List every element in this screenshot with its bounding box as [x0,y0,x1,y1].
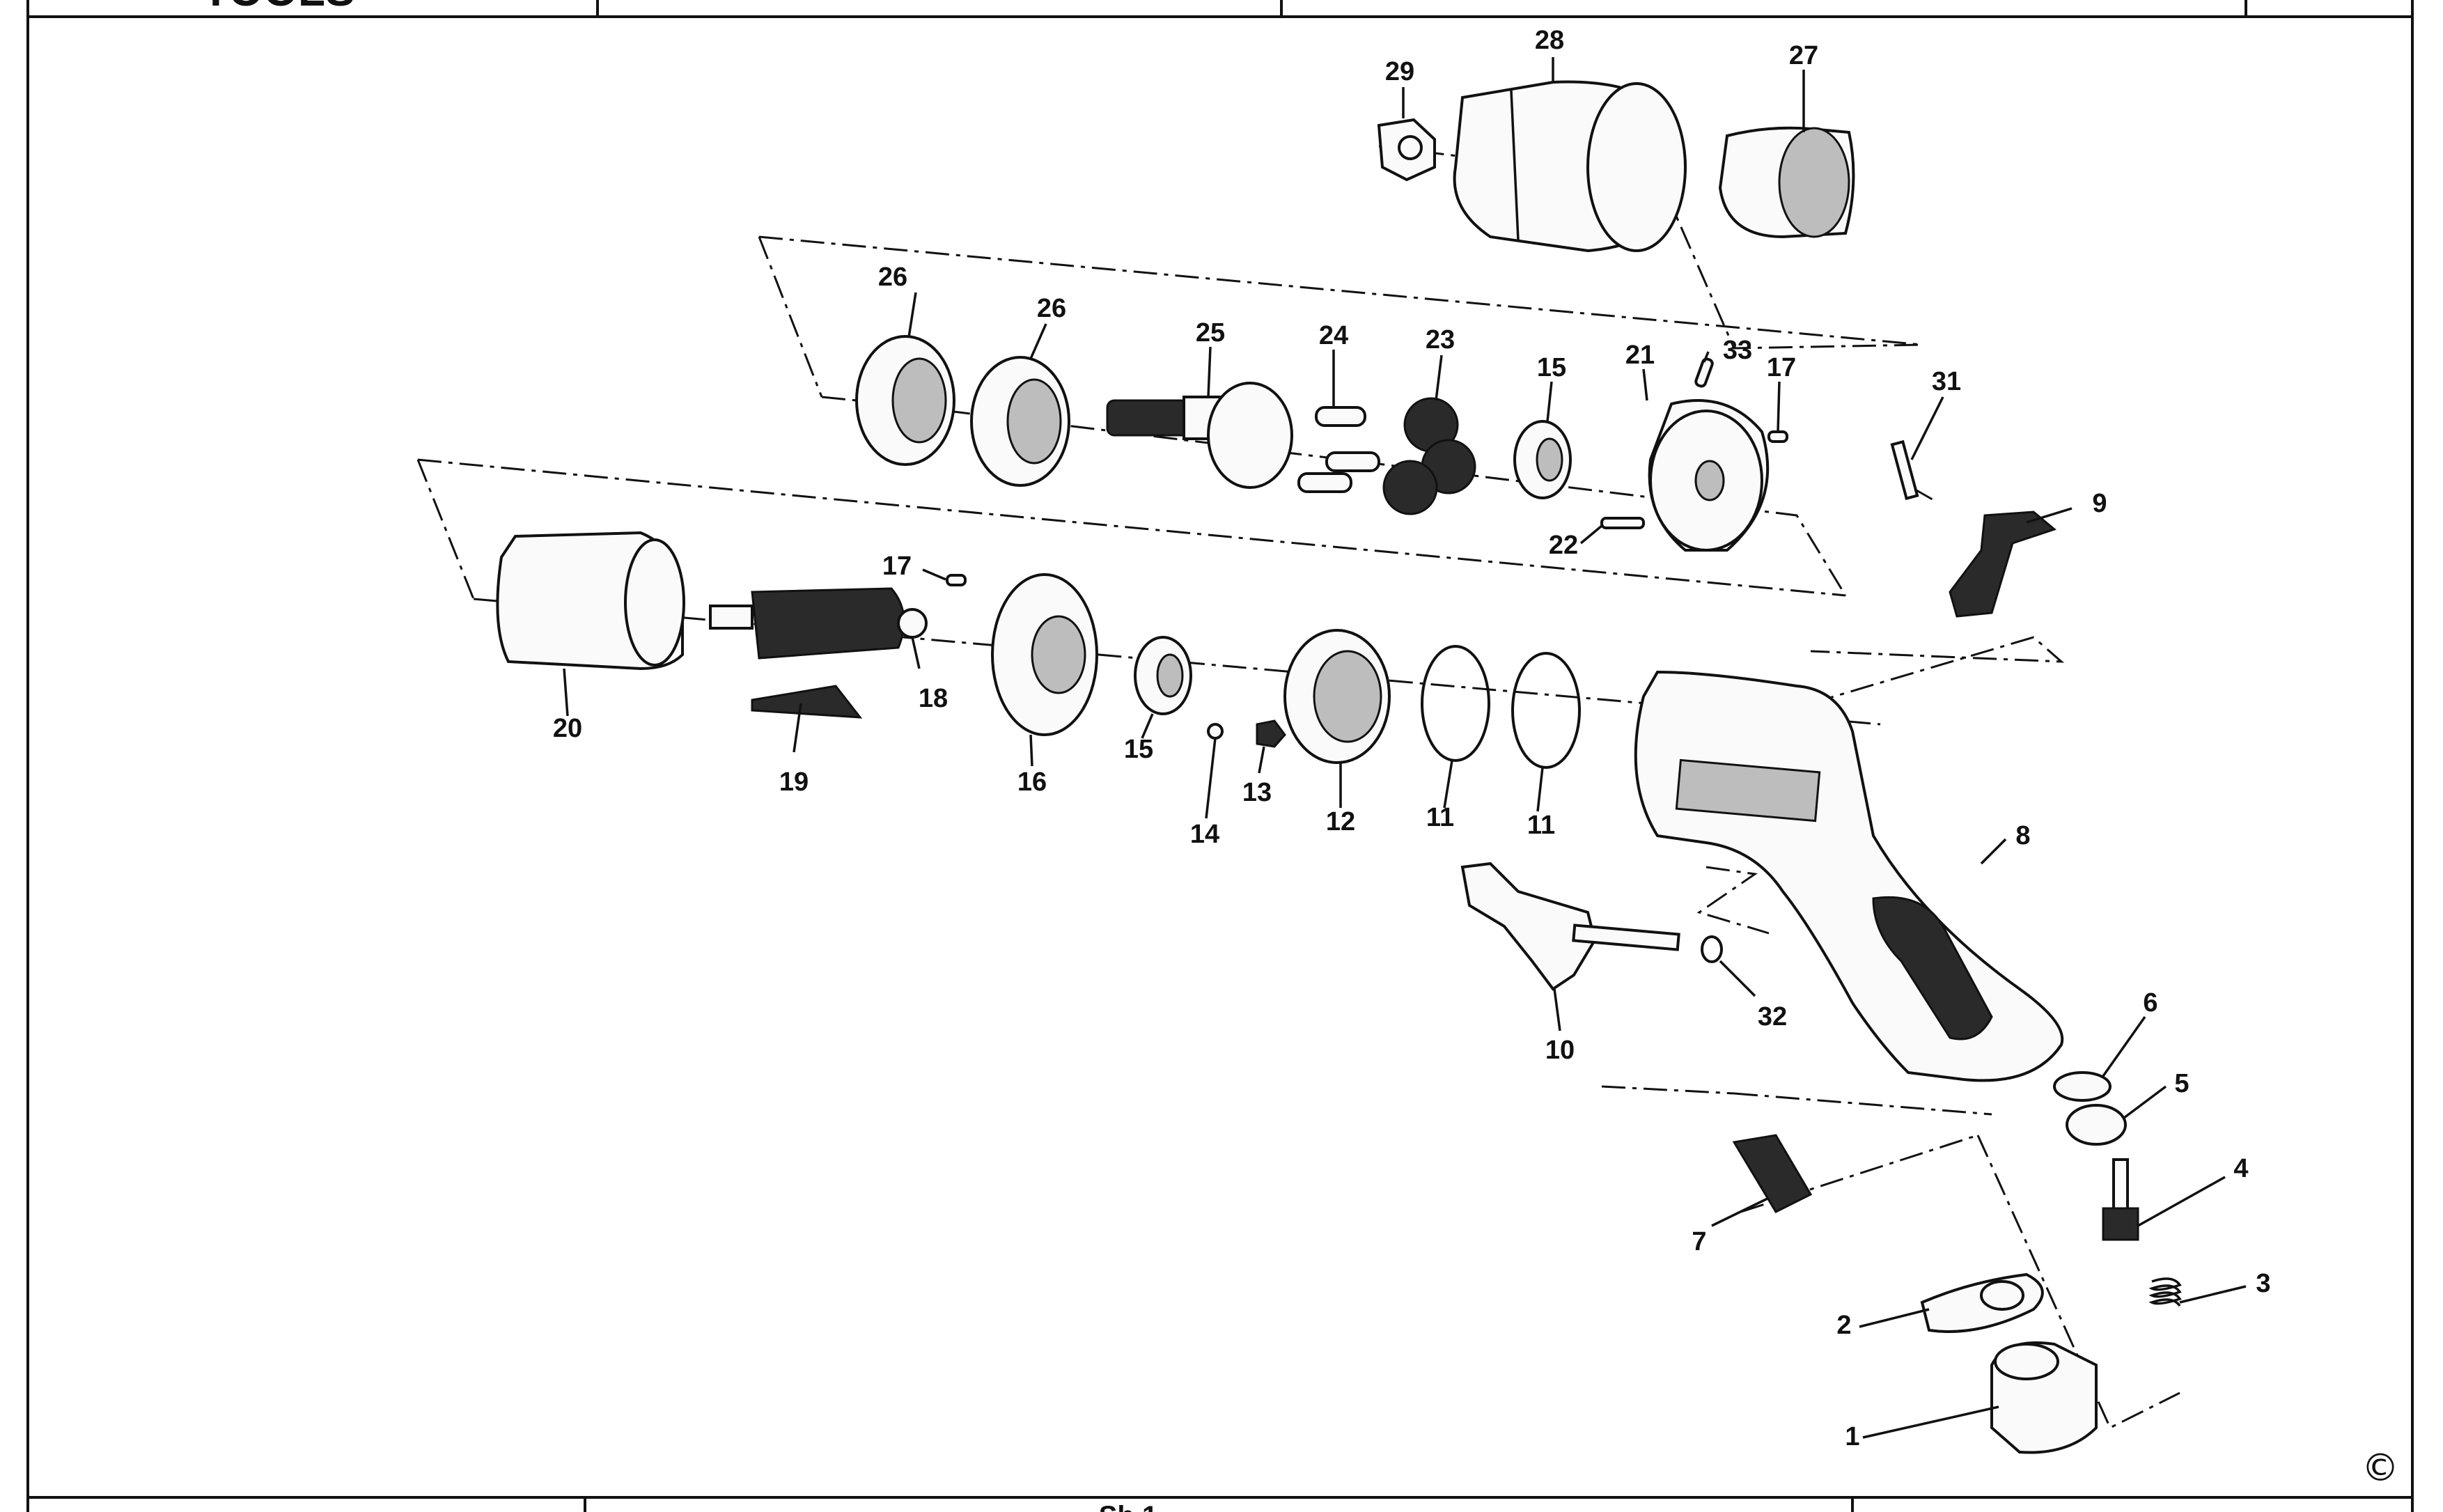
part-16-rear-end-plate [991,573,1098,736]
callout-25: 25 [1196,318,1225,348]
callout-33: 33 [1723,336,1752,365]
part-11-o-ring-b [1511,652,1581,769]
callout-31: 31 [1932,367,1961,396]
callout-27: 27 [1789,41,1818,70]
callout-6: 6 [2143,988,2157,1018]
callout-29: 29 [1385,57,1414,86]
part-23-gears [1382,397,1476,515]
callout-14: 14 [1190,820,1219,849]
callout-3: 3 [2256,1269,2270,1298]
part-11-o-ring-a [1421,645,1490,762]
callout-10: 10 [1545,1036,1575,1065]
part-15-bearing-upper [1513,420,1572,499]
part-19-vane [751,685,863,719]
callout-17-upper: 17 [1767,353,1796,382]
part-17-pin-lower [946,574,967,586]
part-18-rotor [709,587,928,660]
part-22-pin [1600,517,1645,529]
callout-16: 16 [1017,767,1047,797]
callout-9: 9 [2092,489,2107,518]
part-17-pin-upper [1767,430,1788,443]
callout-17-lower: 17 [882,552,912,581]
footer-fragment: Sh 1 [1099,1501,1157,1512]
callout-labels: 29 28 27 26 26 25 24 23 15 21 33 17 31 9… [553,26,2271,1451]
header-fragment: TOOLS [202,0,354,15]
part-7-air-filter [1732,1134,1813,1213]
callout-1: 1 [1845,1422,1859,1451]
part-5-seal [2066,1104,2127,1146]
callout-26-b: 26 [1037,294,1066,323]
callout-11-a: 11 [1426,803,1454,832]
callout-15-lower: 15 [1124,735,1153,764]
drawing-frame [26,0,2414,1512]
callout-2: 2 [1836,1311,1851,1340]
callout-22: 22 [1549,531,1578,560]
part-1-inlet-bushing [1990,1341,2098,1454]
copyright-mark: © [2362,1446,2399,1490]
part-32-washer [1701,935,1723,963]
part-9-reverse-lever [1949,511,2057,618]
callout-8: 8 [2015,821,2030,850]
callout-11-b: 11 [1527,811,1555,840]
part-31-screw [1890,439,1919,501]
callout-26-a: 26 [878,263,907,292]
part-26-bearing-b [970,356,1070,487]
callout-5: 5 [2174,1069,2189,1098]
part-6-ring [2053,1071,2112,1102]
part-27-needle-bearing [1718,126,1855,239]
part-13-plug [1256,719,1286,748]
part-24-pins [1297,406,1380,493]
part-28-housing [1453,80,1687,253]
leader-lines [563,57,2247,1439]
callout-21: 21 [1625,341,1655,370]
part-15-bearing-lower [1134,636,1192,715]
part-26-bearing-a [855,335,955,466]
callout-23: 23 [1426,325,1455,354]
part-12-valve-bushing [1283,629,1391,764]
callout-20: 20 [553,714,582,743]
callout-19: 19 [779,767,809,797]
callout-24: 24 [1319,321,1348,350]
part-3-spring [2148,1277,2182,1307]
callout-4: 4 [2233,1154,2248,1183]
part-8-main-housing [1634,670,2064,1082]
part-25-spindle [1106,382,1293,489]
part-29-nut [1377,118,1436,182]
part-21-carrier-plate [1648,399,1770,552]
callout-13: 13 [1242,778,1272,807]
callout-32: 32 [1758,1002,1787,1031]
callout-18: 18 [919,684,948,713]
assembly-axes [416,145,2180,1430]
callout-28: 28 [1535,26,1564,55]
part-4-throttle-valve [2102,1158,2139,1241]
callout-7: 7 [1692,1227,1706,1256]
callout-12: 12 [1326,807,1355,836]
part-20-cylinder-housing [496,531,685,671]
callout-15-upper: 15 [1537,353,1566,382]
part-14-ball [1207,723,1224,740]
part-2-deflector [1920,1272,2044,1333]
part-33-pin [1694,357,1714,388]
part-10-trigger [1460,862,1680,991]
